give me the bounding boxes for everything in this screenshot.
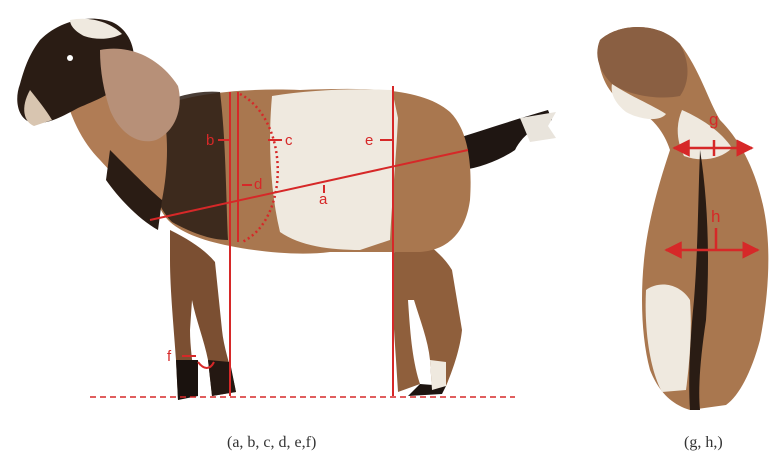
goat-rear-photo: [597, 26, 769, 411]
measure-line-c: [239, 92, 279, 244]
label-g: g: [709, 110, 718, 129]
goat-white-patch: [270, 89, 398, 250]
caption-side-view: (a, b, c, d, e,f): [227, 434, 317, 451]
goat-side-photo: [17, 18, 556, 400]
goat-rear-body: [598, 26, 769, 411]
label-h: h: [711, 207, 720, 226]
measure-line-f: [197, 361, 215, 369]
goat-eye: [67, 55, 73, 61]
measure-line-a: [149, 149, 469, 221]
label-c: c: [285, 132, 293, 149]
measurement-lines-rear: [664, 139, 760, 259]
label-e: e: [365, 132, 373, 149]
caption-rear-view: (g, h,): [684, 434, 723, 451]
label-b: b: [206, 132, 214, 149]
label-a: a: [319, 191, 328, 208]
goat-front-leg: [170, 230, 236, 400]
label-d: d: [254, 176, 262, 193]
goat-head: [17, 18, 134, 124]
measurement-lines-side: [90, 86, 515, 398]
goat-ear: [100, 48, 180, 142]
goat-rear-leg: [392, 220, 462, 392]
label-f: f: [167, 348, 172, 365]
